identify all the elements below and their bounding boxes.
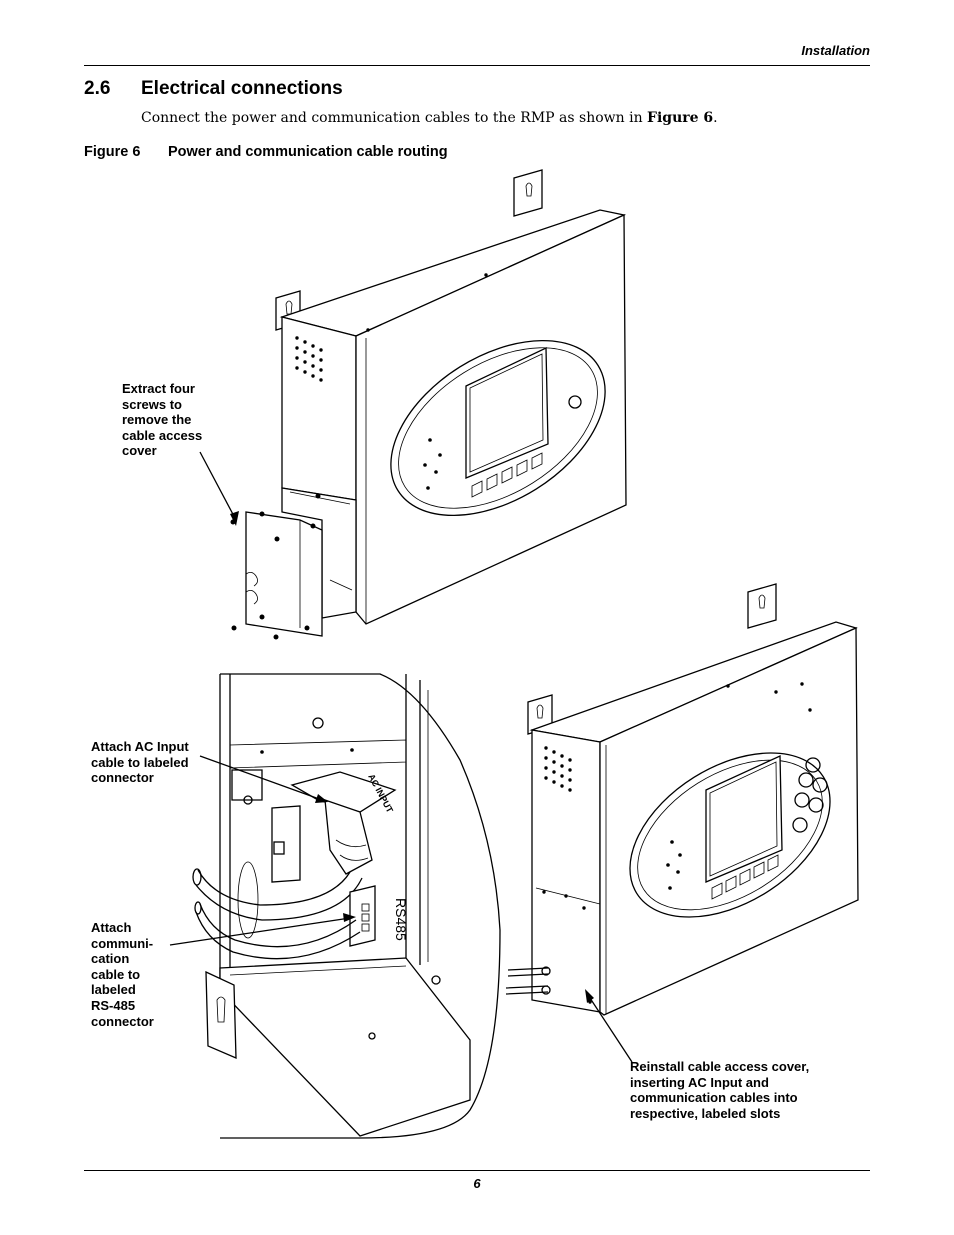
intro-end: .: [713, 110, 718, 126]
section-title: Electrical connections: [141, 78, 343, 99]
section-number: 2.6: [84, 78, 111, 99]
footer-rule: [84, 1170, 870, 1171]
rs485-label: RS485: [393, 898, 409, 941]
extract-screws-arrow: [199, 451, 239, 526]
top-enclosure-drawing: [230, 169, 627, 640]
attach-ac-arrow: [199, 755, 328, 803]
callout-extract-screws: Extract four screws to remove the cable …: [122, 381, 203, 459]
attach-comm-arrow: [169, 913, 356, 946]
intro-text: Connect the power and communication cabl…: [141, 110, 643, 126]
reinstall-arrow: [585, 989, 633, 1063]
callout-reinstall-cover: Reinstall cable access cover, inserting …: [630, 1059, 810, 1121]
header-rule: [84, 65, 870, 66]
figure-label: Figure 6: [84, 144, 141, 160]
page-number: 6: [473, 1176, 481, 1191]
figure-reference-link[interactable]: Figure 6: [647, 110, 714, 126]
callout-attach-ac-input: Attach AC Input cable to labeled connect…: [91, 739, 189, 786]
figure-title: Power and communication cable routing: [168, 144, 448, 160]
intro-paragraph: Connect the power and communication cabl…: [141, 110, 718, 126]
connector-detail-drawing: RS485 AC INPUT: [192, 673, 501, 1139]
callout-attach-communication: Attach communi- cation cable to labeled …: [91, 920, 154, 1029]
running-header: Installation: [801, 43, 870, 58]
reinstalled-enclosure-drawing: [505, 583, 859, 1016]
